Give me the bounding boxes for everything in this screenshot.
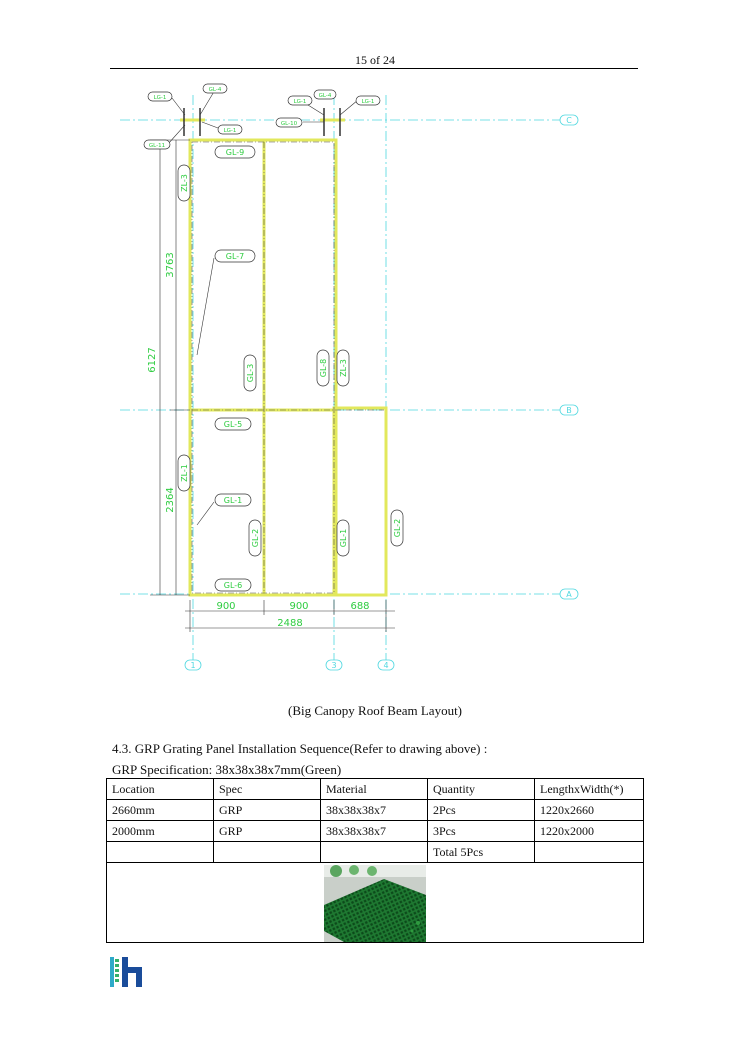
grp-grating-photo [324, 864, 426, 942]
table-row: 2660mm GRP 38x38x38x7 2Pcs 1220x2660 [106, 799, 644, 821]
label-lg1-b: LG-1 [224, 128, 237, 134]
axis-label-4: 4 [383, 661, 388, 670]
header-location: Location [106, 778, 214, 800]
dim-900-left: 900 [216, 601, 235, 612]
label-gl8: GL-8 [319, 359, 328, 378]
label-gl6: GL-6 [224, 581, 243, 590]
table-row: 2000mm GRP 38x38x38x7 3Pcs 1220x2000 [106, 820, 644, 842]
label-gl7: GL-7 [226, 252, 245, 261]
label-gl4-a: GL-4 [209, 87, 222, 93]
label-gl10: GL-10 [281, 121, 298, 127]
axis-bubble-a [559, 588, 579, 600]
label-gl4-b: GL-4 [319, 93, 332, 99]
cell-length-width: 1220x2660 [534, 799, 644, 821]
drawing-caption: (Big Canopy Roof Beam Layout) [287, 703, 463, 718]
cell-material: 38x38x38x7 [320, 820, 428, 842]
table-row: Total 5Pcs [106, 841, 644, 863]
company-logo [110, 957, 142, 987]
grp-specification: GRP Specification: 38x38x38x7mm(Green) [112, 762, 342, 777]
dim-688: 688 [350, 601, 369, 612]
cell-location: 2000mm [106, 820, 214, 842]
axis-label-b: B [566, 406, 572, 415]
section-title: 4.3. GRP Grating Panel Installation Sequ… [112, 741, 488, 756]
label-gl3: GL-3 [246, 364, 255, 383]
beams [180, 118, 388, 597]
axis-label-c: C [566, 116, 572, 125]
label-gl1: GL-1 [224, 496, 243, 505]
label-zl3-right: ZL-3 [339, 359, 348, 377]
header-rule [110, 68, 638, 69]
header-quantity: Quantity [427, 778, 535, 800]
axis-label-1: 1 [190, 661, 195, 670]
axis-label-3: 3 [331, 661, 336, 670]
label-zl3-left: ZL-3 [180, 174, 189, 192]
dim-2488: 2488 [277, 618, 302, 629]
axis-bubble-c [559, 114, 579, 126]
header-length-width: LengthxWidth(*) [534, 778, 644, 800]
header-spec: Spec [213, 778, 321, 800]
roof-beam-layout-drawing: C B A 1 3 4 [120, 83, 579, 671]
dim-6127: 6127 [147, 347, 158, 372]
label-gl2-right: GL-2 [393, 519, 402, 538]
page-number: 15 of 24 [355, 53, 395, 67]
cell-quantity: Total 5Pcs [427, 841, 535, 863]
label-gl9: GL-9 [226, 148, 245, 157]
label-zl1: ZL-1 [180, 464, 189, 482]
label-gl11: GL-11 [149, 143, 165, 149]
axis-bubble-1 [184, 659, 202, 671]
label-gl2-left: GL-2 [251, 529, 260, 548]
cell-quantity: 2Pcs [427, 799, 535, 821]
photo-cell [106, 862, 644, 943]
cell-material [320, 841, 428, 863]
cell-spec: GRP [213, 799, 321, 821]
cell-length-width: 1220x2000 [534, 820, 644, 842]
cell-length-width [534, 841, 644, 863]
cell-spec: GRP [213, 820, 321, 842]
label-gl5: GL-5 [224, 420, 243, 429]
label-lg1-a: LG-1 [154, 95, 167, 101]
header-material: Material [320, 778, 428, 800]
axis-label-a: A [566, 590, 572, 599]
table-header-row: Location Spec Material Quantity LengthxW… [106, 778, 644, 800]
cell-material: 38x38x38x7 [320, 799, 428, 821]
label-lg1-d: LG-1 [362, 99, 375, 105]
dimension-lines [150, 139, 395, 632]
dim-900-mid: 900 [289, 601, 308, 612]
cell-location: 2660mm [106, 799, 214, 821]
axis-bubble-b [559, 404, 579, 416]
axis-bubble-4 [377, 659, 395, 671]
label-gl1-right: GL-1 [339, 529, 348, 548]
cell-spec [213, 841, 321, 863]
dim-2364: 2364 [165, 487, 176, 512]
grp-panel-table: Location Spec Material Quantity LengthxW… [106, 778, 644, 943]
dim-3763: 3763 [165, 252, 176, 277]
cell-location [106, 841, 214, 863]
axis-bubble-3 [325, 659, 343, 671]
photo-row [106, 862, 644, 943]
cell-quantity: 3Pcs [427, 820, 535, 842]
label-lg1-c: LG-1 [294, 99, 307, 105]
